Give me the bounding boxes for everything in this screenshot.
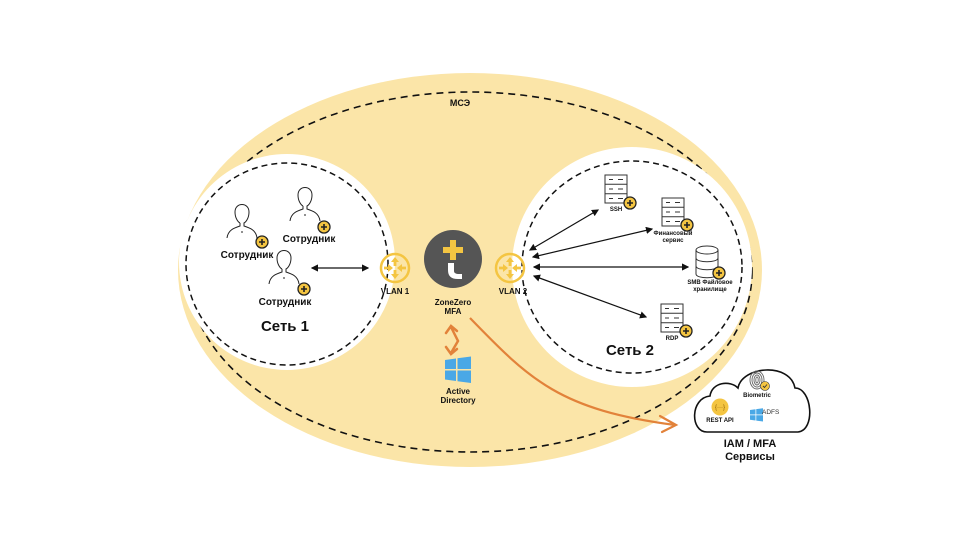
zonezero-product: MFA: [444, 307, 462, 317]
active-directory-line1: Active: [445, 387, 470, 396]
network1-zone: [179, 154, 395, 370]
vlan1-label: VLAN 1: [380, 287, 410, 296]
smb-label: SMB Файловое хранилище: [680, 280, 740, 294]
zonezero-name: ZoneZero: [434, 298, 472, 307]
finance-server-icon: [661, 197, 685, 227]
adfs-label: ADFS: [762, 409, 780, 416]
link-zonezero-ad: [444, 324, 460, 356]
zonezero-logo-icon: [424, 230, 482, 288]
finance-label-line1: Финансовый: [653, 231, 693, 237]
check-badge-icon: [760, 381, 770, 391]
fingerprint-icon: [749, 370, 765, 390]
employee-label: Сотрудник: [282, 234, 336, 245]
network2-label: Сеть 2: [605, 342, 655, 359]
employee-label: Сотрудник: [258, 297, 312, 308]
ssh-label: SSH: [609, 207, 623, 213]
ssh-server-icon: [604, 174, 628, 204]
smb-label-line2: хранилище: [693, 286, 727, 293]
rdp-label: RDP: [665, 336, 679, 342]
rdp-server-icon: [660, 303, 684, 333]
employee-label: Сотрудник: [220, 250, 274, 261]
link-vlan2-finance: [531, 226, 654, 260]
finance-label: Финансовый сервис: [648, 231, 698, 245]
firewall-label: МСЭ: [449, 98, 471, 108]
cloud-title-line1: IAM / MFA: [723, 438, 777, 450]
link-vlan2-rdp: [532, 274, 648, 319]
rest-api-icon: {···}: [711, 398, 729, 416]
cloud-title-line2: Сервисы: [725, 450, 775, 463]
finance-label-line2: сервис: [662, 237, 684, 244]
plus-badge-icon: [297, 282, 311, 296]
svg-text:{···}: {···}: [715, 405, 725, 411]
biometric-label: Biometric: [743, 393, 771, 399]
plus-badge-icon: [680, 218, 694, 232]
cloud-title: IAM / MFA Сервисы: [710, 438, 790, 463]
cloud-shape: [693, 369, 811, 433]
vlan2-label: VLAN 2: [498, 287, 528, 296]
zonezero-label: ZoneZero MFA: [428, 298, 478, 316]
plus-badge-icon: [712, 266, 726, 280]
link-zonezero-cloud: [469, 317, 676, 427]
rest-api-label: REST API: [706, 418, 734, 424]
network2-boundary: [521, 160, 743, 374]
active-directory-label: Active Directory: [428, 387, 488, 405]
network1-label: Сеть 1: [260, 318, 310, 335]
arrowhead: [658, 414, 679, 434]
plus-badge-icon: [255, 235, 269, 249]
active-directory-line2: Directory: [440, 396, 476, 406]
smb-label-line1: SMB Файловое: [687, 280, 733, 286]
plus-badge-icon: [317, 220, 331, 234]
